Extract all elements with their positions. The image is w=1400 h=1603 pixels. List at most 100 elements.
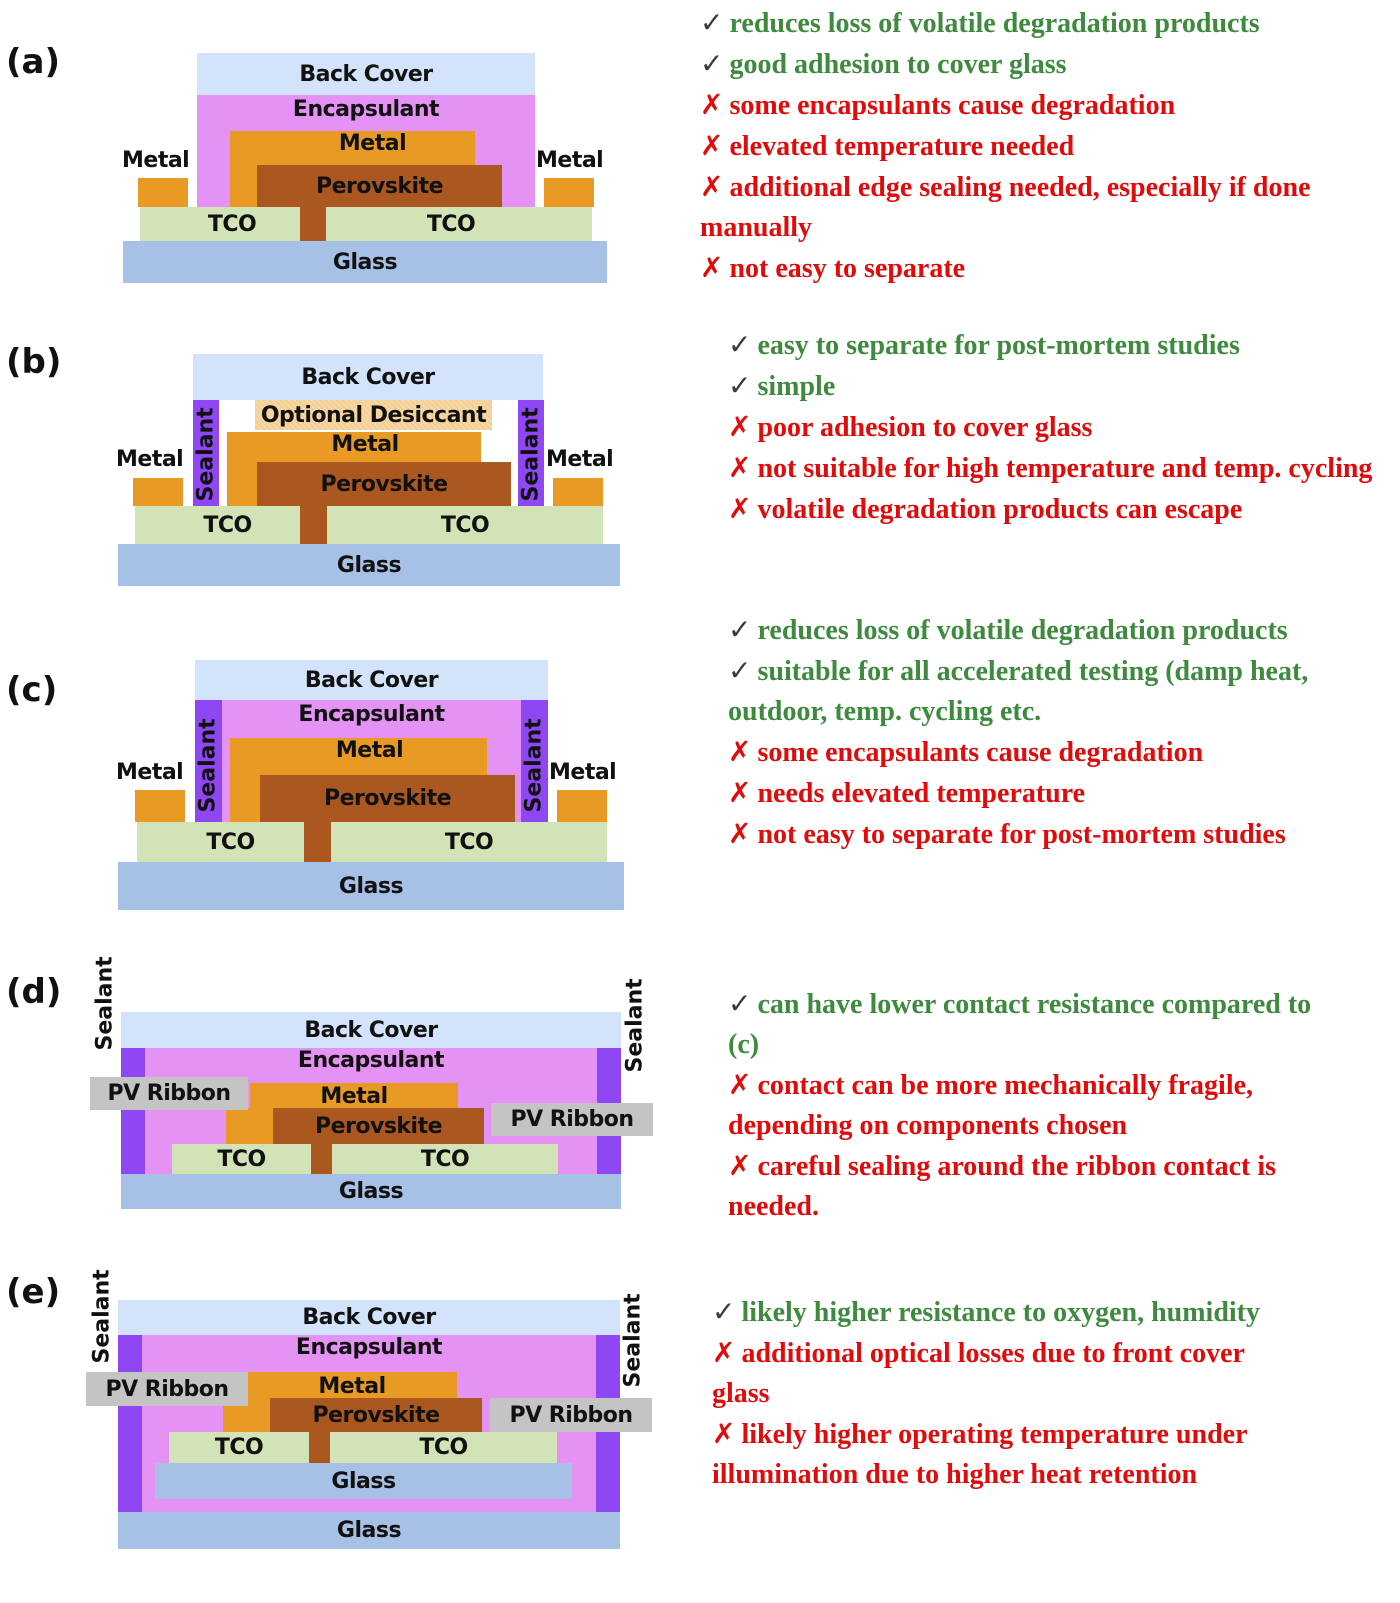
metal-layer: Metal bbox=[230, 738, 487, 778]
tco-layer-right: TCO bbox=[327, 506, 603, 544]
sealant-label-left: Sealant bbox=[195, 718, 221, 813]
con-note: ✗careful sealing around the ribbon conta… bbox=[728, 1149, 1277, 1222]
metal-contact-left bbox=[135, 790, 185, 822]
check-icon: ✓ bbox=[728, 613, 752, 646]
pv-ribbon-left: PV Ribbon bbox=[86, 1372, 248, 1406]
metal-contact-left bbox=[133, 478, 183, 506]
perovskite-via bbox=[311, 1142, 332, 1174]
cross-icon: ✗ bbox=[728, 817, 752, 850]
metal-contact-label-left: Metal bbox=[122, 148, 190, 173]
cross-icon: ✗ bbox=[700, 170, 724, 203]
encapsulation-diagram-a: Back Cover Encapsulant Metal Perovskite … bbox=[0, 0, 690, 300]
back-cover-layer: Back Cover bbox=[193, 354, 543, 400]
cross-icon: ✗ bbox=[728, 410, 752, 443]
notes-list-c: ✓reduces loss of volatile degradation pr… bbox=[728, 610, 1368, 855]
sealant-label-right: Sealant bbox=[518, 407, 544, 502]
perovskite-layer: Perovskite bbox=[257, 462, 511, 506]
pro-note: ✓reduces loss of volatile degradation pr… bbox=[728, 613, 1288, 646]
check-icon: ✓ bbox=[728, 369, 752, 402]
tco-layer-right: TCO bbox=[331, 822, 607, 862]
front-glass-layer: Glass bbox=[118, 1512, 620, 1549]
panel-label: (c) bbox=[6, 670, 58, 710]
metal-contact-label-left: Metal bbox=[116, 447, 184, 472]
cross-icon: ✗ bbox=[712, 1336, 736, 1369]
sealant-label-left: Sealant bbox=[92, 956, 118, 1051]
con-note: ✗likely higher operating temperature und… bbox=[712, 1417, 1247, 1490]
glass-layer: Glass bbox=[118, 544, 620, 586]
panel-label: (d) bbox=[6, 972, 62, 1012]
con-note: ✗not easy to separate bbox=[700, 251, 966, 284]
con-note: ✗elevated temperature needed bbox=[700, 129, 1075, 162]
panel-a: (a) Back Cover Encapsulant Metal Perovsk… bbox=[0, 0, 1400, 300]
cross-icon: ✗ bbox=[728, 735, 752, 768]
encapsulant-label: Encapsulant bbox=[297, 1048, 445, 1073]
sealant-label-right: Sealant bbox=[622, 978, 648, 1073]
back-cover-layer: Back Cover bbox=[118, 1300, 620, 1335]
metal-layer-lower bbox=[230, 776, 265, 822]
encapsulation-diagram-c: Back Cover Encapsulant Sealant Sealant M… bbox=[0, 630, 690, 930]
check-icon: ✓ bbox=[728, 987, 752, 1020]
pro-note: ✓simple bbox=[728, 369, 836, 402]
tco-layer-right: TCO bbox=[326, 207, 592, 241]
pro-note: ✓easy to separate for post-mortem studie… bbox=[728, 328, 1240, 361]
pro-note: ✓likely higher resistance to oxygen, hum… bbox=[712, 1295, 1261, 1328]
perovskite-via bbox=[300, 205, 326, 241]
metal-layer: Metal bbox=[230, 131, 475, 167]
metal-contact-right bbox=[544, 178, 594, 207]
pro-note: ✓reduces loss of volatile degradation pr… bbox=[700, 6, 1260, 39]
pv-ribbon-right: PV Ribbon bbox=[491, 1103, 653, 1136]
back-cover-layer: Back Cover bbox=[121, 1012, 621, 1048]
cross-icon: ✗ bbox=[728, 776, 752, 809]
metal-contact-label-right: Metal bbox=[536, 148, 604, 173]
tco-layer-right: TCO bbox=[330, 1432, 557, 1463]
sealant-left bbox=[118, 1335, 142, 1512]
con-note: ✗some encapsulants cause degradation bbox=[700, 88, 1176, 121]
metal-contact-right bbox=[557, 790, 607, 822]
glass-layer: Glass bbox=[118, 862, 624, 910]
cross-icon: ✗ bbox=[700, 88, 724, 121]
panel-label: (e) bbox=[6, 1272, 61, 1312]
tco-layer-left: TCO bbox=[137, 822, 304, 862]
notes-list-b: ✓easy to separate for post-mortem studie… bbox=[728, 325, 1388, 530]
pv-ribbon-left: PV Ribbon bbox=[90, 1077, 248, 1110]
sealant-label-left: Sealant bbox=[89, 1269, 115, 1364]
back-cover-layer: Back Cover bbox=[197, 53, 535, 95]
encapsulation-diagram-e: Back Cover Encapsulant Sealant Sealant M… bbox=[0, 1260, 690, 1603]
pro-note: ✓can have lower contact resistance compa… bbox=[728, 987, 1312, 1060]
tco-layer-right: TCO bbox=[332, 1144, 558, 1174]
metal-contact-label-right: Metal bbox=[546, 447, 614, 472]
cross-icon: ✗ bbox=[700, 129, 724, 162]
perovskite-via bbox=[300, 504, 327, 544]
perovskite-layer: Perovskite bbox=[260, 775, 515, 822]
sealant-label-right: Sealant bbox=[620, 1293, 646, 1388]
sealant-label-right: Sealant bbox=[521, 718, 547, 813]
panel-c: (c) Back Cover Encapsulant Sealant Seala… bbox=[0, 613, 1400, 930]
metal-layer: Metal bbox=[247, 1372, 457, 1400]
pv-ribbon-right: PV Ribbon bbox=[490, 1398, 652, 1432]
tco-layer-left: TCO bbox=[169, 1432, 309, 1463]
encapsulant-label: Encapsulant bbox=[298, 702, 445, 727]
panel-label: (a) bbox=[6, 42, 61, 82]
sealant-left bbox=[121, 1048, 145, 1174]
cross-icon: ✗ bbox=[728, 451, 752, 484]
pro-note: ✓suitable for all accelerated testing (d… bbox=[728, 654, 1309, 727]
sealant-left bbox=[193, 400, 219, 518]
tco-layer-left: TCO bbox=[140, 207, 300, 241]
back-cover-layer: Back Cover bbox=[195, 660, 548, 700]
sealant-label-left: Sealant bbox=[193, 407, 219, 502]
metal-contact-label-left: Metal bbox=[116, 760, 184, 785]
tco-layer-left: TCO bbox=[172, 1144, 311, 1174]
tco-layer-left: TCO bbox=[135, 506, 300, 544]
sealant-right bbox=[521, 700, 548, 842]
notes-list-d: ✓can have lower contact resistance compa… bbox=[728, 984, 1348, 1227]
metal-contact-label-right: Metal bbox=[549, 760, 617, 785]
con-note: ✗not suitable for high temperature and t… bbox=[728, 451, 1373, 484]
perovskite-via bbox=[309, 1430, 330, 1463]
metal-contact-right bbox=[553, 478, 603, 506]
con-note: ✗some encapsulants cause degradation bbox=[728, 735, 1204, 768]
perovskite-via bbox=[304, 820, 331, 862]
metal-layer: Metal bbox=[250, 1083, 458, 1110]
check-icon: ✓ bbox=[728, 328, 752, 361]
cross-icon: ✗ bbox=[712, 1417, 736, 1450]
check-icon: ✓ bbox=[712, 1295, 736, 1328]
